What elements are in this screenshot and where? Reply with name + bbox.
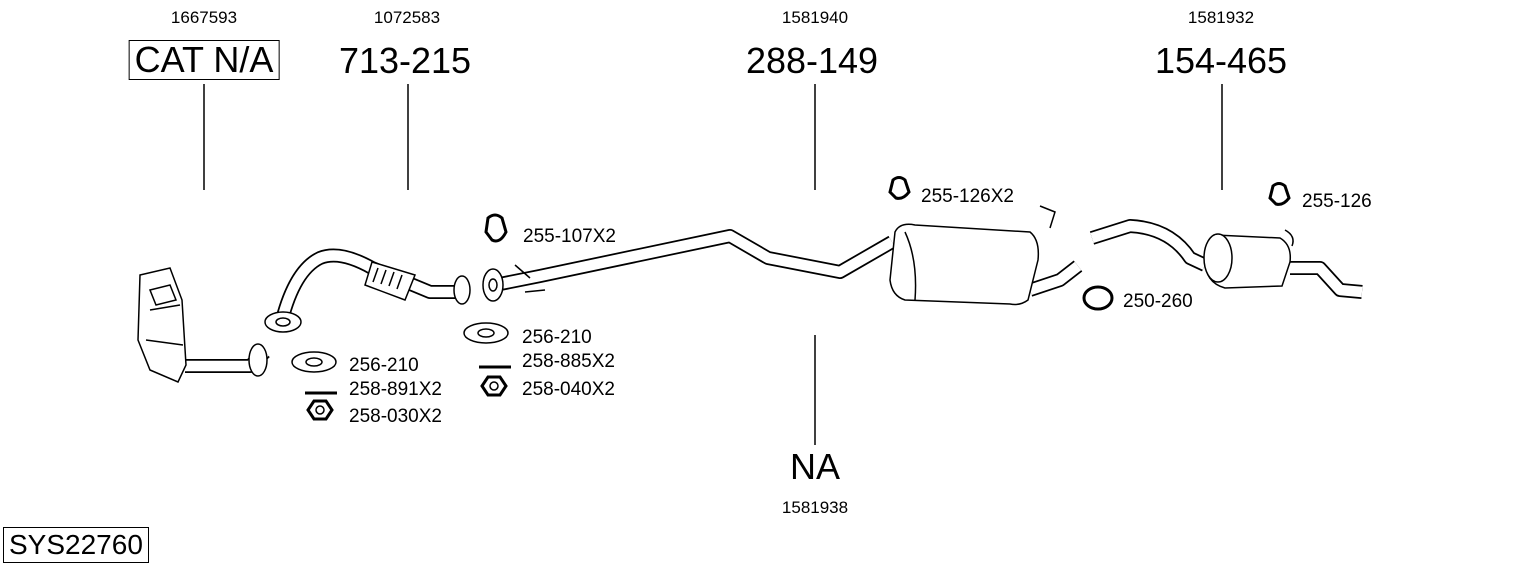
part-code[interactable]: 154-465 (1154, 40, 1288, 81)
part-oe-number: 1072583 (373, 8, 441, 27)
fitting-label[interactable]: 255-107X2 (523, 226, 616, 247)
part-code[interactable]: 288-149 (745, 40, 879, 81)
catalytic-converter (137, 267, 187, 383)
system-id: SYS22760 (3, 527, 149, 563)
part-code[interactable]: CAT N/A (128, 40, 280, 80)
rubber-mount-icon (484, 213, 508, 243)
part-code[interactable]: NA (789, 446, 841, 487)
fitting-label[interactable]: 250-260 (1123, 291, 1193, 312)
clamp-icon (1082, 285, 1114, 311)
part-oe-number: 1581940 (781, 8, 849, 27)
fitting-label[interactable]: 258-040X2 (522, 379, 615, 400)
part-oe-number: 1581932 (1187, 8, 1255, 27)
middle-muffler (889, 223, 1040, 306)
part-oe-number: 1581938 (781, 498, 849, 517)
fitting-label[interactable]: 258-030X2 (349, 406, 442, 427)
rubber-mount-icon (888, 176, 911, 200)
rubber-mount-icon (1268, 182, 1291, 206)
fitting-label[interactable]: 258-891X2 (349, 379, 442, 400)
fitting-label[interactable]: 255-126X2 (921, 186, 1014, 207)
fitting-label[interactable]: 256-210 (349, 355, 419, 376)
fitting-label[interactable]: 256-210 (522, 327, 592, 348)
fitting-label[interactable]: 255-126 (1302, 191, 1372, 212)
part-code[interactable]: 713-215 (338, 40, 472, 81)
part-oe-number: 1667593 (170, 8, 238, 27)
fitting-label[interactable]: 258-885X2 (522, 351, 615, 372)
